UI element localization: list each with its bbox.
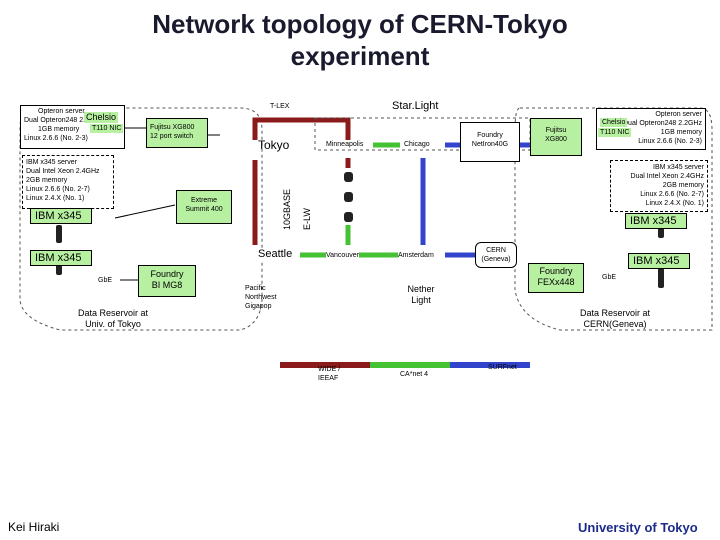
legend-wide-line-1: WIDE / xyxy=(318,366,341,373)
legend-wide-line-2: IEEAF xyxy=(318,375,339,382)
tokyo-data-reservoir: Data Reservoir at Univ. of Tokyo xyxy=(58,308,168,330)
cern-gbe-label: GbE xyxy=(602,274,617,281)
wide-link-tokyo-minneapolis xyxy=(252,117,351,140)
cern-fujitsu-line-1: Fujitsu xyxy=(545,127,567,134)
cern-geneva-line-2: (Geneva) xyxy=(481,256,511,263)
cern-ibm-x345-1: IBM x345 xyxy=(625,213,687,229)
legend-bar-surfnet xyxy=(450,362,530,368)
title-line-1: Network topology of CERN-Tokyo xyxy=(152,9,568,39)
title-line-2: experiment xyxy=(290,41,430,71)
tengbase-line-1: 10GBASE xyxy=(282,188,292,230)
cern-ibm-line-3: 2GB memory xyxy=(662,182,704,189)
legend-canet: CA*net 4 xyxy=(400,371,429,378)
cern-foundry-line-1: Foundry xyxy=(539,266,573,276)
cern-ibm-line-2: Dual Intel Xeon 2.4GHz xyxy=(630,173,704,180)
netherlight-line-2: Light xyxy=(411,295,431,305)
tokyo-ibm-line-3: 2GB memory xyxy=(26,177,68,184)
legend-bar-wide xyxy=(280,362,370,368)
cern-foundry-line-2: FEXx448 xyxy=(537,277,575,287)
tokyo-opteron-line-1: Opteron server xyxy=(38,108,85,115)
cern-ibm-line-5: Linux 2.4.X (No. 1) xyxy=(645,200,704,207)
tokyo-foundry-bi-mg8: Foundry BI MG8 xyxy=(138,265,196,297)
cern-chelsio-nic: T110 NIC xyxy=(598,128,632,137)
elw-line: E-LW xyxy=(302,208,312,230)
cern-opteron-line-2: Dual Opteron248 2.2GHz xyxy=(623,120,702,127)
cern-reservoir-line-2: CERN(Geneva) xyxy=(583,319,647,329)
tokyo-opteron-line-2: Dual Opteron248 2.2GHz xyxy=(24,117,103,124)
tokyo-fujitsu-line-1: Fujitsu XG800 xyxy=(150,124,195,131)
tokyo-foundry-line-2: BI MG8 xyxy=(151,280,183,290)
cern-opteron-line-3: 1GB memory xyxy=(660,129,702,136)
vancouver-label: Vancouver xyxy=(326,251,359,260)
tokyo-chelsio-nic: T110 NIC xyxy=(90,124,124,133)
cern-geneva-line-1: CERN xyxy=(486,247,506,254)
legend-surfnet: SURFnet xyxy=(488,364,517,371)
netherlight-line-1: Nether xyxy=(407,284,435,294)
tokyo-fujitsu-switch: Fujitsu XG800 12 port switch xyxy=(146,118,208,148)
tokyo-extreme-line-1: Extreme xyxy=(190,197,218,204)
tokyo-opteron-line-4: Linux 2.6.6 (No. 2-3) xyxy=(24,135,88,142)
cern-data-reservoir: Data Reservoir at CERN(Geneva) xyxy=(560,308,670,330)
cern-fujitsu-xg800: Fujitsu XG800 xyxy=(530,118,582,156)
tokyo-reservoir-line-2: Univ. of Tokyo xyxy=(85,319,141,329)
cern-geneva-node: CERN (Geneva) xyxy=(475,242,517,268)
tokyo-foundry-line-1: Foundry xyxy=(150,269,184,279)
footer-affiliation: University of Tokyo xyxy=(578,520,698,535)
chicago-label: Chicago xyxy=(404,140,430,149)
netherlight-label: Nether Light xyxy=(396,284,446,306)
tokyo-fujitsu-line-2: 12 port switch xyxy=(150,133,194,140)
tokyo-gbe-label: GbE xyxy=(98,277,113,284)
cern-foundry-fexx448: Foundry FEXx448 xyxy=(528,263,584,293)
tokyo-reservoir-line-1: Data Reservoir at xyxy=(77,308,149,318)
cern-chelsio-label: Chelsio xyxy=(600,118,628,127)
netiron-line-1: Foundry xyxy=(477,132,503,139)
tokyo-ibm-line-2: Dual Intel Xeon 2.4GHz xyxy=(26,168,100,175)
tokyo-extreme-line-2: Summit 400 xyxy=(185,206,223,213)
minneapolis-label: Minneapolis xyxy=(326,140,364,149)
tokyo-opteron-line-3: 1GB memory xyxy=(38,126,80,133)
tengbase-label: 10GBASE xyxy=(282,189,293,230)
tokyo-extreme-switch: Extreme Summit 400 xyxy=(176,190,232,224)
cern-fujitsu-line-2: XG800 xyxy=(545,136,567,143)
tokyo-ibm-line-4: Linux 2.6.6 (No. 2-7) xyxy=(26,186,90,193)
cern-ibm-line-4: Linux 2.6.6 (No. 2-7) xyxy=(640,191,704,198)
tokyo-ibm-line-5: Linux 2.4.X (No. 1) xyxy=(26,195,85,202)
pacific-line-2: Northwest xyxy=(245,294,277,301)
footer-author: Kei Hiraki xyxy=(8,520,60,534)
cern-ibm-x345-2: IBM x345 xyxy=(628,253,690,269)
cern-opteron-line-1: Opteron server xyxy=(655,111,702,118)
tokyo-ibm-line-1: IBM x345 server xyxy=(26,159,77,166)
amsterdam-label: Amsterdam xyxy=(398,251,434,260)
pacific-line-1: Pacific xyxy=(245,285,266,292)
legend-wide: WIDE / IEEAF xyxy=(318,365,340,383)
pacific-northwest-gigapop: Pacific Northwest Gigapop xyxy=(245,284,277,311)
seattle-label: Seattle xyxy=(258,248,293,261)
tokyo-ibm-server-box: IBM x345 server Dual Intel Xeon 2.4GHz 2… xyxy=(22,155,114,209)
elw-label: E-LW xyxy=(302,208,313,230)
cern-reservoir-line-1: Data Reservoir at xyxy=(579,308,651,318)
starlight-label: Star.Light xyxy=(392,100,439,112)
cern-ibm-line-1: IBM x345 server xyxy=(653,164,704,171)
pacific-line-3: Gigapop xyxy=(245,303,272,310)
tokyo-city-label: Tokyo xyxy=(258,138,290,152)
legend-bar-canet xyxy=(370,362,450,368)
tlex-label: T-LEX xyxy=(270,103,290,110)
foundry-netiron40g: Foundry NetIron40G xyxy=(460,122,520,162)
page-title: Network topology of CERN-Tokyo experimen… xyxy=(0,8,720,72)
cern-opteron-line-4: Linux 2.6.6 (No. 2-3) xyxy=(638,138,702,145)
tokyo-ibm-x345-2: IBM x345 xyxy=(30,250,92,266)
netiron-line-2: NetIron40G xyxy=(471,141,509,148)
cern-ibm-server-box: IBM x345 server Dual Intel Xeon 2.4GHz 2… xyxy=(610,160,708,212)
tokyo-ibm-x345-1: IBM x345 xyxy=(30,208,92,224)
tokyo-chelsio-label: Chelsio xyxy=(84,112,119,123)
